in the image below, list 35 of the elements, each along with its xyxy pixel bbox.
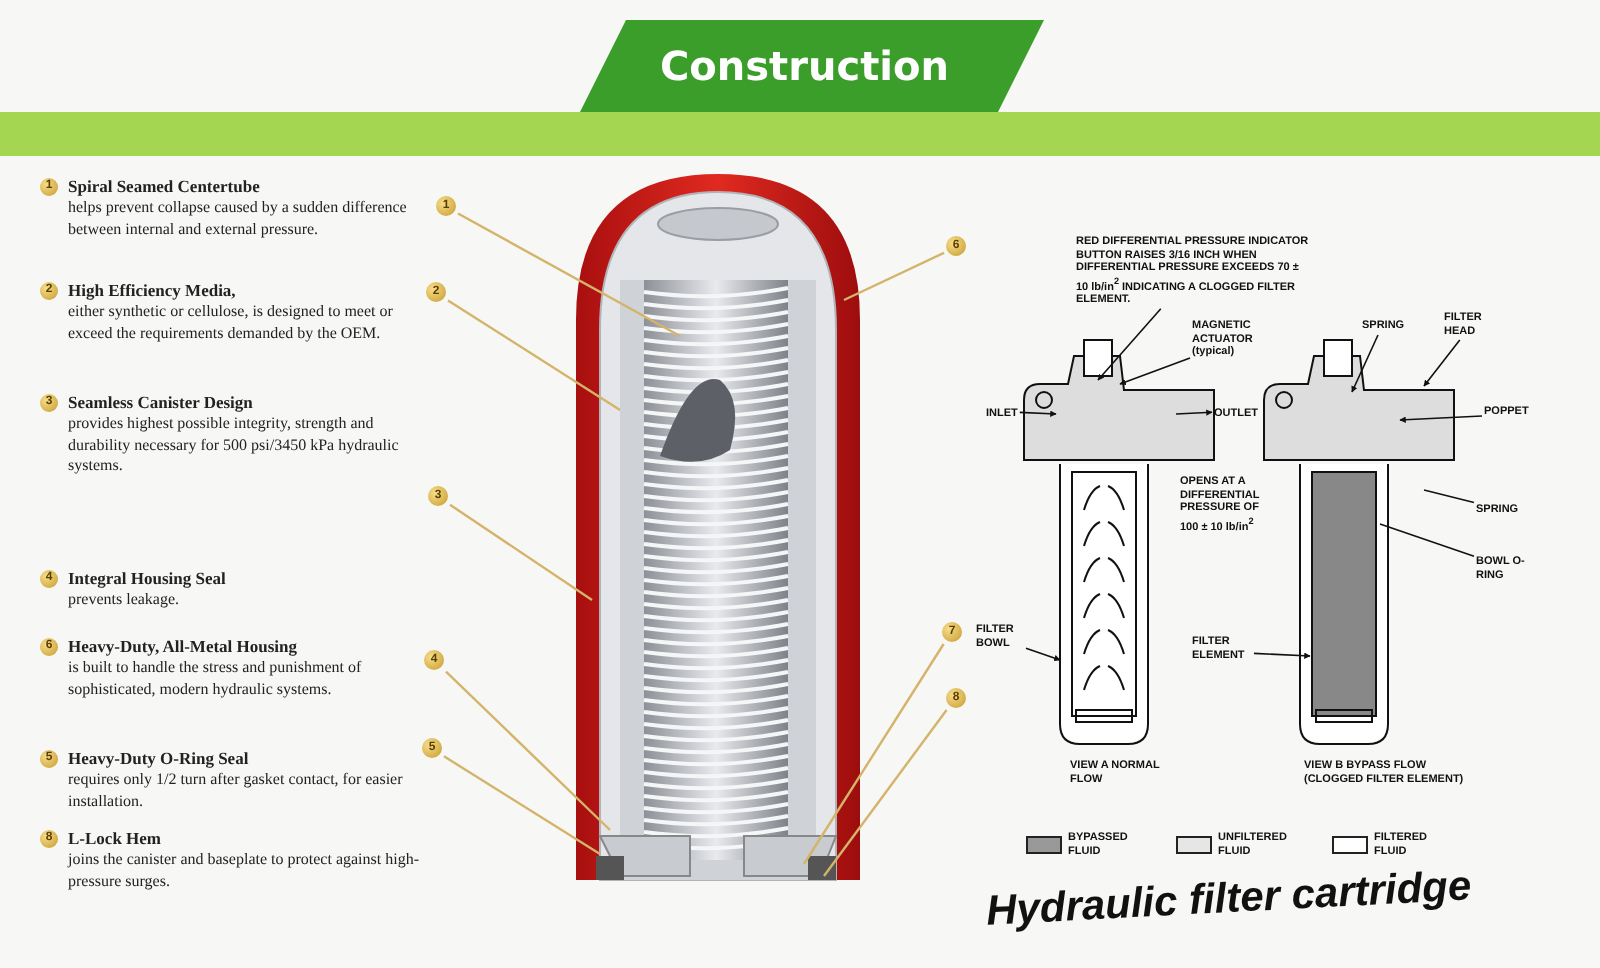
leader-arrow — [1119, 357, 1191, 385]
leader-arrow — [1025, 647, 1061, 662]
leader-line — [1379, 523, 1475, 558]
feature-description: joins the canister and baseplate to protect against high-pressure surges. — [68, 850, 421, 892]
leader-line — [447, 299, 621, 411]
feature-heading: Seamless Canister Design — [68, 392, 255, 412]
leader-line — [449, 503, 593, 601]
leader-arrow — [1019, 410, 1057, 417]
leader-arrow — [1351, 334, 1379, 393]
feature-description: prevents leakage. — [68, 590, 182, 611]
leader-line — [1423, 489, 1475, 504]
leader-line — [457, 212, 681, 338]
feature-heading: Spiral Seamed Centertube — [68, 176, 262, 196]
feature-description: either synthetic or cellulose, is designed to meet or exceed the requirements demanded by the OEM. — [68, 302, 395, 344]
feature-heading: Heavy-Duty O-Ring Seal — [68, 748, 251, 768]
leader-line — [823, 709, 948, 877]
leader-arrow — [1423, 339, 1461, 387]
feature-heading: Integral Housing Seal — [68, 568, 228, 588]
feature-heading: Heavy-Duty, All-Metal Housing — [68, 636, 300, 656]
leader-line — [443, 755, 601, 855]
leader-arrow — [1253, 652, 1311, 659]
leader-line — [843, 251, 945, 302]
feature-description: helps prevent collapse caused by a sudden difference between internal and external pressure. — [68, 198, 409, 240]
leader-arrow — [1399, 415, 1483, 423]
feature-heading: L-Lock Hem — [68, 828, 164, 848]
leader-line — [803, 643, 945, 865]
caption: Hydraulic filter cartridge — [985, 863, 1473, 937]
feature-description: is built to handle the stress and punishment of sophisticated, modern hydraulic systems. — [68, 658, 364, 700]
title: Construction — [660, 40, 949, 92]
feature-heading: High Efficiency Media, — [68, 280, 238, 300]
leader-line — [445, 670, 611, 831]
leader-arrow — [1097, 307, 1162, 381]
leader-arrow — [1175, 409, 1213, 416]
feature-description: requires only 1/2 turn after gasket contact, for easier installation. — [68, 770, 405, 812]
feature-description: provides highest possible integrity, strength and durability necessary for 500 psi/3450 kPa hydraulic systems. — [68, 414, 401, 477]
